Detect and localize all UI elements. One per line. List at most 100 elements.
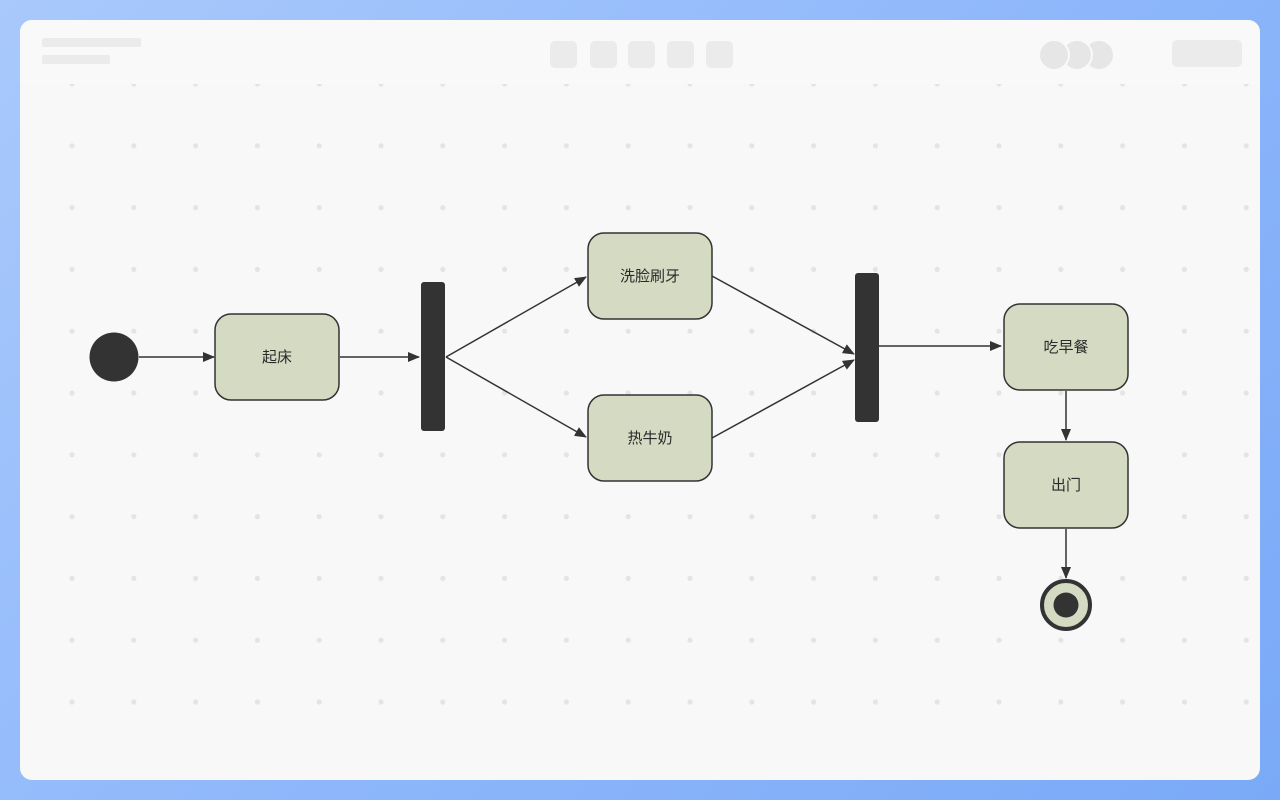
grid-dot [502, 143, 508, 149]
grid-dot [563, 452, 570, 458]
grid-dot [378, 143, 384, 149]
grid-dot [872, 514, 879, 520]
grid-dot [316, 514, 322, 520]
grid-dot [502, 514, 508, 520]
grid-dot [872, 637, 879, 643]
grid-dot [811, 143, 817, 149]
grid-dot [193, 205, 199, 211]
grid-dot [131, 452, 137, 458]
grid-dot [687, 514, 693, 520]
grid-dot [1181, 637, 1187, 643]
grid-dot [934, 266, 940, 272]
grid-dot [1243, 575, 1249, 582]
document-title-placeholder[interactable] [42, 38, 141, 47]
grid-dot [563, 637, 570, 643]
tool-button-2[interactable] [590, 41, 617, 68]
grid-dot [69, 266, 75, 272]
tool-button-4[interactable] [667, 41, 694, 68]
grid-dot [996, 266, 1002, 272]
collaborator-avatar-1[interactable] [1038, 39, 1070, 71]
grid-dot [378, 699, 384, 705]
fork-bar[interactable] [421, 282, 445, 431]
editor-window: 起床 洗脸刷牙 热牛奶 吃早餐 出门 [20, 20, 1260, 780]
grid-dot [254, 452, 260, 458]
grid-dot [934, 575, 940, 582]
grid-dot [1243, 143, 1249, 149]
share-button[interactable] [1172, 40, 1242, 67]
grid-dot [872, 452, 879, 458]
grid-dot [193, 328, 199, 334]
grid-dot [254, 266, 260, 272]
grid-dot [502, 266, 508, 272]
action-milk[interactable] [587, 394, 713, 482]
grid-dot [811, 390, 817, 396]
grid-dot [378, 205, 384, 211]
grid-dot [749, 390, 755, 396]
grid-dot [1120, 205, 1126, 211]
grid-dot [563, 514, 570, 520]
grid-dot [811, 514, 817, 520]
grid-dot [193, 390, 199, 396]
grid-dot [1058, 637, 1064, 643]
grid-dot [254, 514, 260, 520]
grid-dot [378, 328, 384, 334]
grid-dot [1243, 637, 1249, 643]
grid-dot [1243, 205, 1249, 211]
grid-dot [69, 514, 75, 520]
grid-dot [378, 637, 384, 643]
grid-dot [131, 637, 137, 643]
grid-dot [811, 575, 817, 582]
grid-dot [934, 699, 940, 705]
grid-dot [687, 575, 693, 582]
grid-dot [625, 143, 631, 149]
grid-dot [193, 699, 199, 705]
tool-button-1[interactable] [550, 41, 577, 68]
grid-dot [749, 575, 755, 582]
grid-dot [749, 637, 755, 643]
grid-dot [378, 452, 384, 458]
grid-dot [440, 452, 446, 458]
grid-dot [440, 575, 446, 582]
grid-dot [996, 452, 1002, 458]
grid-dot [1181, 699, 1187, 705]
grid-dot [440, 205, 446, 211]
grid-dot [811, 452, 817, 458]
grid-dot [563, 699, 570, 705]
grid-dot [749, 514, 755, 520]
action-get-up[interactable] [214, 313, 340, 401]
grid-dot [563, 143, 570, 149]
grid-dot [811, 637, 817, 643]
initial-node[interactable] [89, 332, 139, 382]
join-bar[interactable] [855, 273, 879, 422]
grid-dot [316, 575, 322, 582]
edge-milk-to-join [711, 359, 855, 439]
action-leave[interactable] [1003, 441, 1129, 529]
action-get-up-label: 起床 [261, 348, 292, 366]
grid-dot [563, 575, 570, 582]
action-breakfast[interactable] [1003, 303, 1129, 391]
grid-dot [563, 390, 570, 396]
grid-dot [1058, 205, 1064, 211]
grid-dot [749, 328, 755, 334]
grid-dot [811, 699, 817, 705]
grid-dot [563, 266, 570, 272]
grid-dot [996, 575, 1002, 582]
grid-dot [502, 699, 508, 705]
action-milk-label: 热牛奶 [627, 429, 673, 447]
grid-dot [131, 514, 137, 520]
action-wash[interactable] [587, 232, 713, 320]
grid-dot [316, 699, 322, 705]
grid-dot [811, 266, 817, 272]
tool-button-5[interactable] [706, 41, 733, 68]
grid-dot [378, 575, 384, 582]
tool-button-3[interactable] [628, 41, 655, 68]
grid-dot [69, 699, 75, 705]
grid-dot [316, 266, 322, 272]
grid-dot [625, 575, 631, 582]
grid-dot [502, 205, 508, 211]
grid-dot [1243, 390, 1249, 396]
grid-dot [502, 452, 508, 458]
grid-dot [131, 143, 137, 149]
grid-dot [625, 514, 631, 520]
grid-dot [934, 637, 940, 643]
